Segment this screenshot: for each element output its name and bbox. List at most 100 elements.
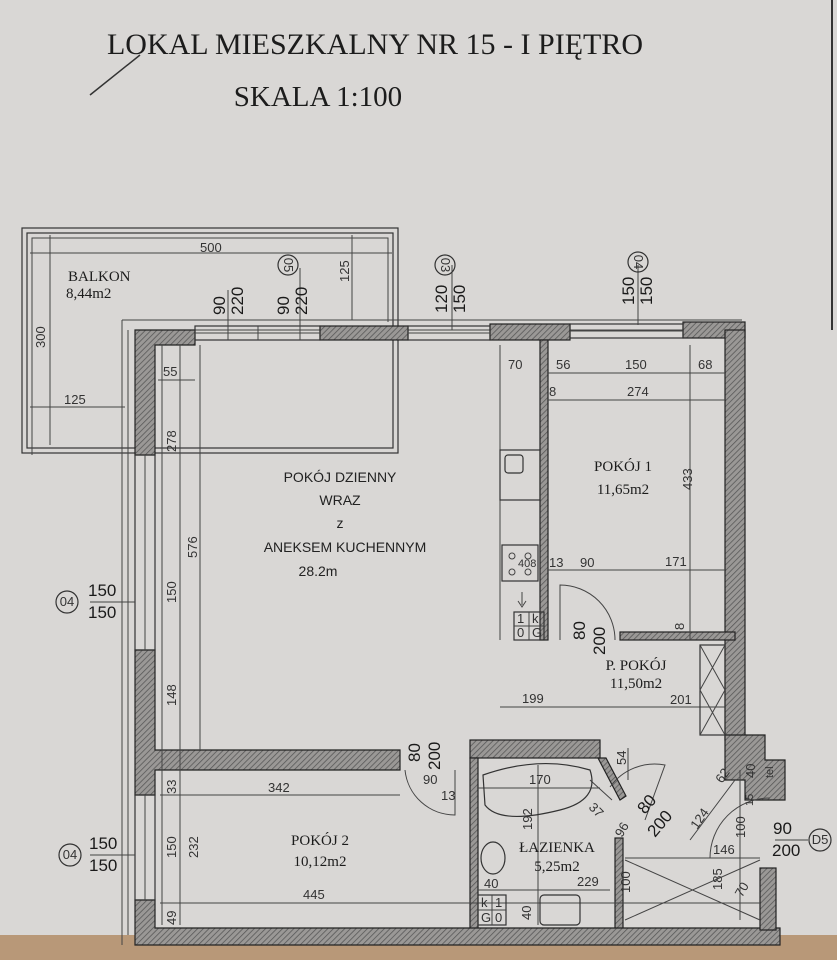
entry-door-swing (709, 797, 771, 859)
room-przedpokoj-area: 11,50m2 (610, 676, 662, 692)
toilet-icon (480, 841, 506, 875)
room-lazienka-area: 5,25m2 (534, 859, 579, 875)
dimension-label: 146 (713, 842, 735, 857)
kitchen-box-label: G (532, 625, 542, 640)
dimension-label: 70 (732, 879, 752, 899)
dimension-label: 13 (549, 555, 563, 570)
dimension-label: 33 (164, 780, 179, 794)
window-tag: 04 (63, 847, 77, 862)
dimension-label: 55 (163, 364, 177, 379)
kitchen-box-label: 1 (517, 611, 524, 626)
opening-width: 80 (405, 743, 424, 762)
dimension-lines (90, 265, 808, 925)
opening-width: 90 (210, 296, 229, 315)
dimension-label: 278 (164, 430, 179, 452)
dimension-label: 199 (522, 691, 544, 706)
sink-icon (499, 449, 541, 501)
dimension-label: 148 (164, 684, 179, 706)
plan-title: LOKAL MIESZKALNY NR 15 - I PIĘTRO (107, 28, 643, 61)
dimension-label: 100 (618, 871, 633, 893)
dimension-label: 229 (577, 874, 599, 889)
dimension-label: 70 (508, 357, 522, 372)
dimension-label: 445 (303, 887, 325, 902)
dimension-label: 40 (743, 764, 758, 778)
dimension-label: tel (764, 766, 776, 778)
kitchen-box-label: 0 (517, 625, 524, 640)
dimension-label: 408 (518, 558, 536, 570)
bathtub-icon (482, 762, 593, 817)
dimension-label: 500 (200, 240, 222, 255)
room-pokoj1-name: POKÓJ 1 (594, 458, 652, 475)
room-pokoj2-name: POKÓJ 2 (291, 832, 349, 849)
dimension-label: 192 (520, 808, 535, 830)
dimension-label: 125 (337, 260, 352, 282)
dimension-label: 68 (698, 357, 712, 372)
door-pokoj1-swing (559, 584, 616, 641)
dimension-label: 150 (625, 357, 647, 372)
opening-height: 150 (88, 603, 116, 622)
dimension-label: 171 (665, 554, 687, 569)
opening-height: 150 (89, 856, 117, 875)
window-tag: 04 (631, 255, 646, 269)
dimension-label: 232 (186, 836, 201, 858)
door-lazienka-swing (609, 763, 666, 821)
dimension-label: 300 (33, 326, 48, 348)
dimension-label: 576 (185, 536, 200, 558)
opening-width: 150 (88, 581, 116, 600)
bath-box-label: 0 (495, 910, 502, 925)
dimension-label: 100 (733, 816, 748, 838)
room-pokoj2-area: 10,12m2 (294, 854, 347, 870)
dimension-label: 96 (612, 819, 632, 839)
door-pokoj2-swing (404, 769, 456, 816)
bath-box-label: G (481, 910, 491, 925)
dimension-label: 125 (64, 392, 86, 407)
opening-height: 220 (292, 287, 311, 315)
room-living-name: ANEKSEM KUCHENNYM (264, 539, 427, 555)
washbasin-icon (539, 894, 581, 926)
room-balkon-name: BALKON (68, 269, 131, 285)
dimension-label: 62 (712, 765, 733, 785)
dimension-label: 90 (580, 555, 594, 570)
dimension-label: 8 (549, 384, 556, 399)
room-balkon-area: 8,44m2 (66, 286, 111, 302)
dimension-label: 40 (519, 906, 534, 920)
room-przedpokoj-name: P. POKÓJ (606, 657, 667, 674)
dimension-label: 150 (164, 581, 179, 603)
room-living-area: 28.2m (299, 563, 338, 579)
window-tags (55, 251, 832, 867)
dimension-label: 8 (672, 623, 687, 630)
kitchen-box-label: k (532, 611, 539, 626)
fixtures (477, 449, 593, 926)
opening-width: 80 (570, 621, 589, 640)
stove-icon (501, 544, 539, 582)
dimension-label: 150 (164, 836, 179, 858)
dimension-label: 54 (614, 751, 629, 765)
room-lazienka-name: ŁAZIENKA (519, 840, 595, 856)
windows (134, 323, 684, 901)
room-pokoj1-area: 11,65m2 (597, 482, 649, 498)
opening-height: 220 (228, 287, 247, 315)
opening-height: 150 (450, 285, 469, 313)
bath-box-label: 1 (495, 895, 502, 910)
pen-mark (89, 54, 141, 96)
outline-lines (121, 319, 745, 945)
opening-height: 150 (637, 277, 656, 305)
plan-scale: SKALA 1:100 (234, 81, 402, 113)
door-tag: D5 (812, 832, 829, 847)
opening-width: 90 (773, 819, 792, 838)
opening-width: 120 (432, 285, 451, 313)
dimension-label: 90 (423, 772, 437, 787)
room-living-name: WRAZ (319, 492, 361, 508)
arrow-down-icon (517, 592, 527, 608)
dimension-label: 56 (556, 357, 570, 372)
opening-width: 150 (619, 277, 638, 305)
dimension-label: 185 (710, 868, 725, 890)
walls (134, 321, 786, 946)
dimension-label: 342 (268, 780, 290, 795)
window-tag: 04 (60, 594, 74, 609)
dimension-label: 274 (627, 384, 649, 399)
doors (404, 584, 771, 859)
opening-height: 200 (772, 841, 800, 860)
window-tag: 05 (281, 258, 296, 272)
